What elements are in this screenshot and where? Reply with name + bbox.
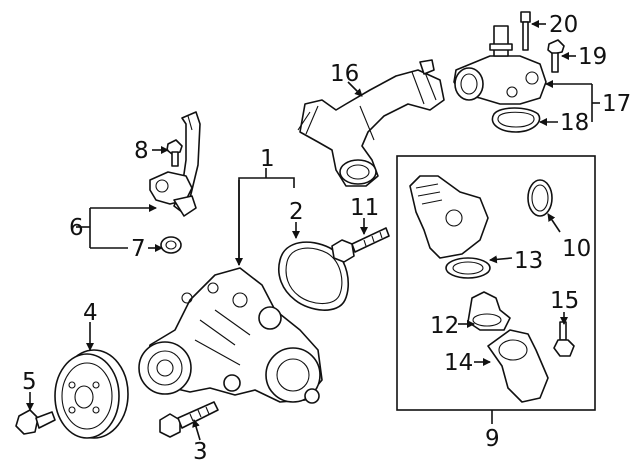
callout-19: 19 bbox=[578, 44, 607, 70]
outlet-bolt bbox=[547, 39, 565, 73]
tube-seal bbox=[160, 236, 182, 254]
callout-15: 15 bbox=[550, 288, 579, 314]
pump-gasket bbox=[278, 241, 350, 311]
callout-16: 16 bbox=[330, 61, 359, 87]
callout-1: 1 bbox=[260, 146, 275, 172]
callout-17: 17 bbox=[602, 91, 631, 117]
callout-13: 13 bbox=[514, 248, 543, 274]
callout-7: 7 bbox=[131, 236, 146, 262]
callout-11: 11 bbox=[350, 195, 379, 221]
callout-10: 10 bbox=[562, 236, 591, 262]
pulley-bolt bbox=[15, 409, 56, 435]
housing-bolt bbox=[331, 227, 390, 263]
callout-4: 4 bbox=[83, 300, 98, 326]
water-pump-pulley bbox=[54, 349, 129, 439]
callout-18: 18 bbox=[560, 110, 589, 136]
pump-bolt bbox=[159, 401, 219, 438]
coolant-outlet bbox=[453, 25, 547, 105]
bypass-tube bbox=[149, 111, 201, 217]
thermostat-detail-box bbox=[396, 155, 596, 411]
callout-5: 5 bbox=[22, 369, 37, 395]
upper-radiator-hose bbox=[297, 59, 445, 187]
callout-20: 20 bbox=[549, 12, 578, 38]
callout-6: 6 bbox=[69, 215, 84, 241]
callout-9: 9 bbox=[485, 426, 500, 452]
tube-bolt bbox=[166, 139, 183, 167]
callout-12: 12 bbox=[430, 313, 459, 339]
callout-2: 2 bbox=[289, 199, 304, 225]
callouts: 1 2 3 4 5 6 7 8 9 10 11 12 13 14 15 16 1… bbox=[22, 12, 631, 465]
callout-8: 8 bbox=[134, 138, 149, 164]
temp-sensor bbox=[520, 11, 531, 51]
outlet-gasket bbox=[491, 107, 541, 133]
leader-lines bbox=[26, 20, 600, 441]
callout-3: 3 bbox=[193, 439, 208, 465]
callout-14: 14 bbox=[444, 350, 473, 376]
water-pump-housing bbox=[138, 267, 323, 404]
